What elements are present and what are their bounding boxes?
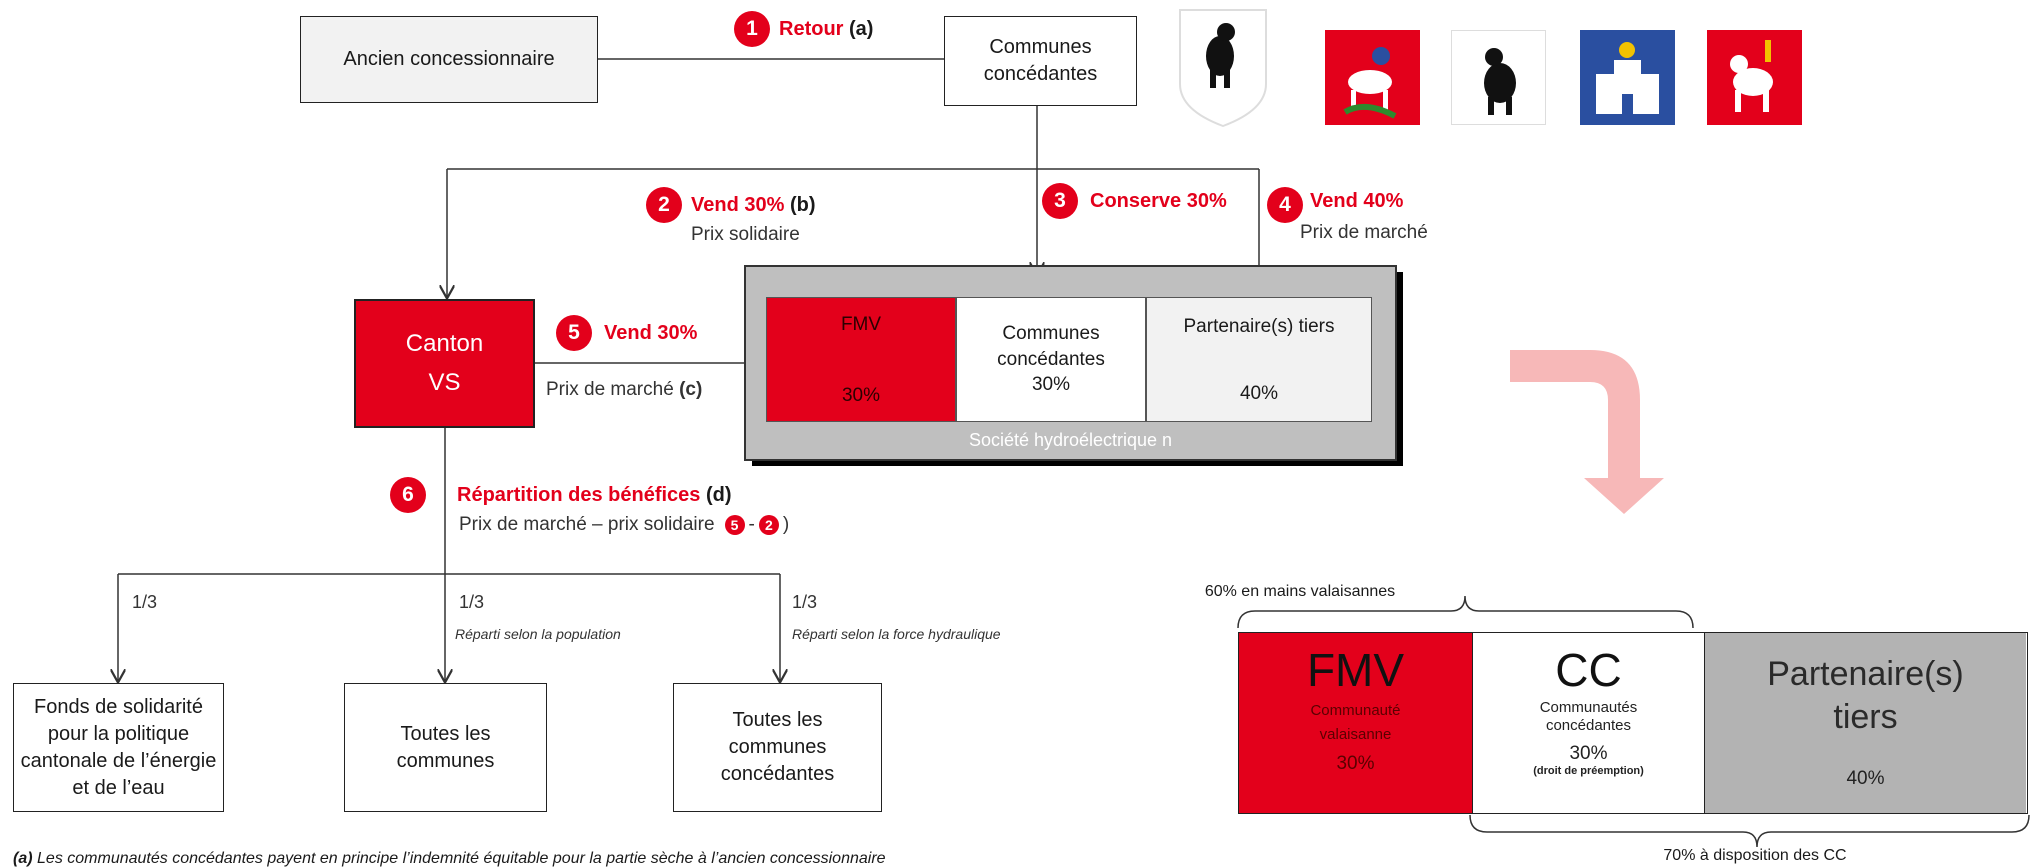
step-1-label: Retour (a) <box>779 18 874 40</box>
step-2-label: Vend 30% (b) <box>691 194 816 216</box>
step-3-label: Conserve 30% <box>1090 190 1227 212</box>
fraction-concedantes: 1/3 <box>792 592 818 612</box>
company-cc-pct: 30% <box>1031 374 1071 396</box>
ancien-concessionnaire-box: Ancien concessionnaire <box>300 16 598 103</box>
step-4-label: Vend 40% <box>1310 190 1404 212</box>
company-tiers-pct: 40% <box>1239 383 1279 404</box>
step-6-label: Répartition des bénéfices (d) <box>457 484 732 506</box>
footnote: (a) Les communautés concédantes payent e… <box>13 850 886 867</box>
company-cc-name: Communes concédantes <box>997 323 1105 370</box>
saint-george-flag-icon <box>1325 30 1420 125</box>
top-brace-label: 60% en mains valaisannes <box>1204 583 1396 600</box>
step-6-sub-badge-5: 5 <box>724 515 745 535</box>
fonds-box: Fonds de solidarité pour la politique ca… <box>13 683 224 812</box>
company-caption: Société hydroélectrique n <box>968 430 1173 450</box>
step-3-badge: 3 <box>1042 183 1078 219</box>
bear-flag-icon <box>1451 30 1546 125</box>
fonds-label: Fonds de solidarité pour la politique ca… <box>20 695 217 799</box>
step-5-label: Vend 30% <box>604 322 698 344</box>
ancien-label: Ancien concessionnaire <box>343 48 555 70</box>
summary-fmv-pct: 30% <box>1336 753 1375 774</box>
fraction-fonds: 1/3 <box>132 592 158 612</box>
step-6-sub: Prix de marché – prix solidaire 5 - 2 ) <box>459 514 790 535</box>
bottom-brace <box>1469 814 2030 848</box>
top-brace <box>1237 595 1694 629</box>
summary-tiers-title: Partenaire(s) tiers <box>1767 655 1964 736</box>
lion-flag-icon <box>1707 30 1802 125</box>
toutes-concedantes-label: Toutes les communes concédantes <box>720 709 835 785</box>
step-5-sub: Prix de marché (c) <box>546 379 703 400</box>
step-2-badge: 2 <box>646 187 682 223</box>
summary-block: FMV Communauté valaisanne 30% CC Communa… <box>1238 632 2028 814</box>
canton-box: Canton VS <box>354 299 535 428</box>
summary-cc-pct: 30% <box>1569 743 1608 764</box>
toutes-communes-label: Toutes les communes <box>396 722 495 772</box>
step-5-badge: 5 <box>556 315 592 351</box>
company-tiers-name: Partenaire(s) tiers <box>1183 316 1335 337</box>
company-block: FMV 30% Communes concédantes 30% Partena… <box>744 265 1397 461</box>
company-cc-cell: Communes concédantes 30% <box>956 297 1146 422</box>
step-6-badge: 6 <box>390 477 426 513</box>
transition-arrow <box>1510 350 1664 514</box>
step-2-sub: Prix solidaire <box>691 224 800 245</box>
step-4-sub: Prix de marché <box>1300 222 1428 243</box>
bottom-brace-label: 70% à disposition des CC <box>1663 847 1847 864</box>
shield-bear-icon <box>1176 6 1270 128</box>
fraction-communes-note: Réparti selon la population <box>455 626 621 642</box>
summary-fmv-cell: FMV Communauté valaisanne 30% <box>1239 633 1472 813</box>
summary-tiers-cell: Partenaire(s) tiers 40% <box>1705 633 2026 813</box>
canton-line1: Canton <box>405 330 484 358</box>
communes-concedantes-box: Communes concédantes <box>944 16 1137 106</box>
company-fmv-pct: 30% <box>841 385 881 406</box>
company-fmv-cell: FMV 30% <box>766 297 956 422</box>
castle-flag-icon <box>1580 30 1675 125</box>
summary-fmv-title: FMV <box>1306 644 1405 696</box>
company-fmv-name: FMV <box>840 314 882 335</box>
summary-cc-note: (droit de préemption) <box>1533 765 1644 777</box>
toutes-communes-box: Toutes les communes <box>344 683 547 812</box>
fraction-communes: 1/3 <box>459 592 485 612</box>
summary-fmv-desc: Communauté valaisanne <box>1310 702 1401 743</box>
canton-line2: VS <box>428 368 461 396</box>
step-4-badge: 4 <box>1267 187 1303 223</box>
summary-cc-title: CC <box>1555 644 1622 696</box>
communes-top-label: Communes concédantes <box>983 36 1098 85</box>
summary-tiers-pct: 40% <box>1846 768 1885 789</box>
step-1-badge: 1 <box>734 11 770 47</box>
company-tiers-cell: Partenaire(s) tiers 40% <box>1146 297 1372 422</box>
summary-cc-desc: Communautés concédantes <box>1539 699 1638 734</box>
fraction-concedantes-note: Réparti selon la force hydraulique <box>792 626 1001 642</box>
summary-cc-cell: CC Communautés concédantes 30% (droit de… <box>1472 633 1705 813</box>
step-6-sub-badge-2: 2 <box>758 515 779 535</box>
toutes-concedantes-box: Toutes les communes concédantes <box>673 683 882 812</box>
